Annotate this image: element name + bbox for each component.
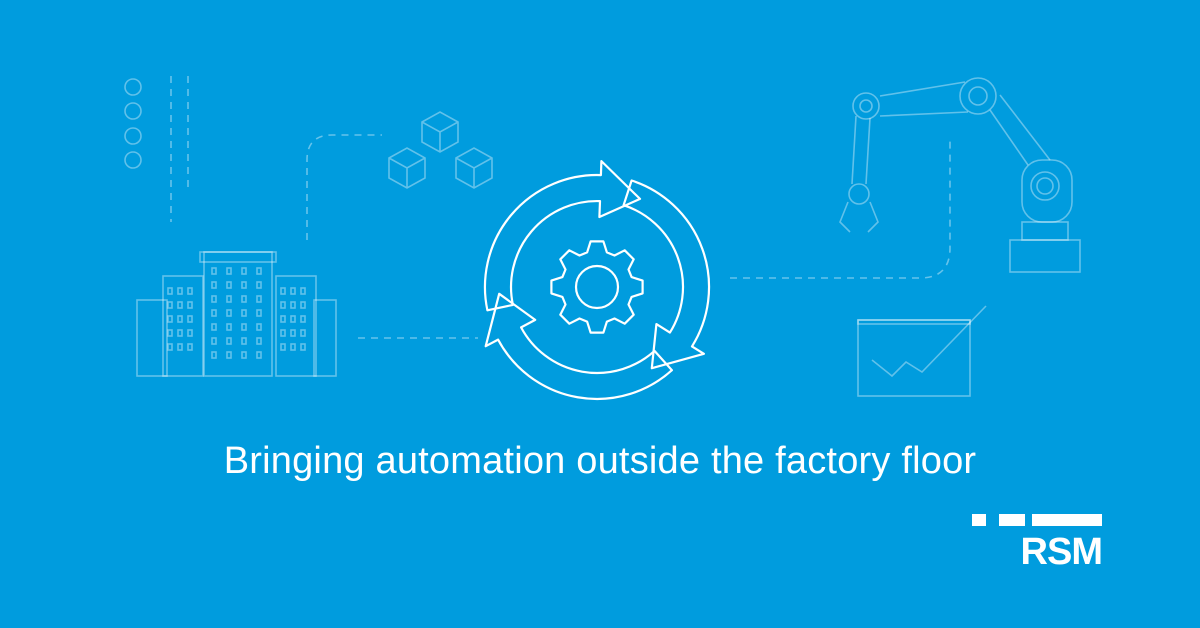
robot-arm-icon <box>839 77 1081 273</box>
dashed-connector <box>730 140 951 279</box>
cycle-arrow <box>484 292 673 401</box>
logo-text: RSM <box>1020 531 1103 573</box>
dashed-connector <box>306 134 382 240</box>
rsm-logo: RSM <box>972 514 1103 573</box>
cubes-icon <box>388 111 493 189</box>
cycle-arrow <box>483 160 642 312</box>
buildings-icon <box>136 251 337 377</box>
dots-decoration <box>124 78 142 169</box>
gear-icon <box>550 240 644 334</box>
growth-chart-icon <box>857 305 987 397</box>
headline: Bringing automation outside the factory … <box>223 440 977 482</box>
cycle-arrow <box>622 179 711 370</box>
cycle-arrows-icon <box>483 160 711 401</box>
